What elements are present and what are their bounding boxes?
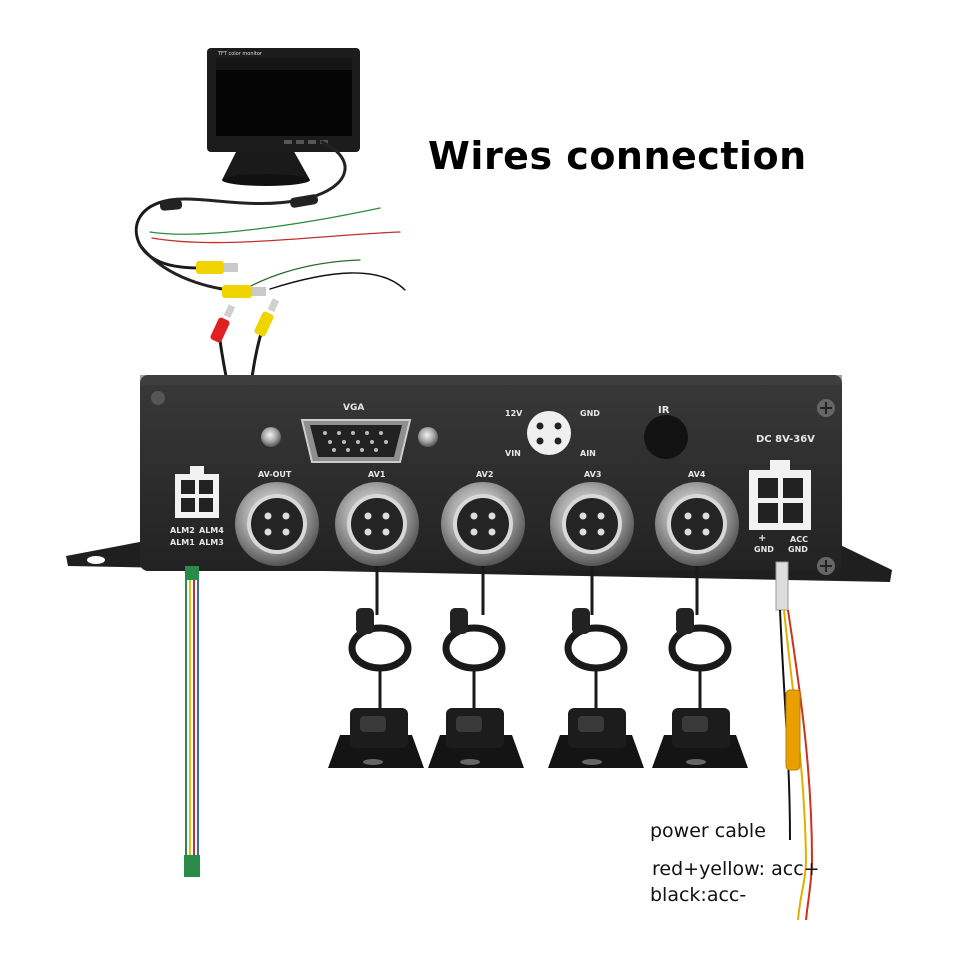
av3-cable bbox=[564, 566, 628, 710]
label-ain: AIN bbox=[580, 449, 596, 458]
label-vin: VIN bbox=[505, 449, 521, 458]
acc-plus-caption: red+yellow: acc+ bbox=[652, 858, 820, 880]
power-cable bbox=[775, 561, 814, 921]
av-out-connector bbox=[235, 482, 319, 566]
label-av1: AV1 bbox=[368, 470, 386, 479]
dvr-device: VGA 12V GND VIN AIN IR DC 8V-36V AV-OUT … bbox=[66, 375, 892, 582]
av4-cable bbox=[668, 566, 732, 710]
label-dc: DC 8V-36V bbox=[756, 434, 815, 445]
label-gnd-left: GND bbox=[754, 545, 774, 554]
monitor: TFT color monitor bbox=[207, 48, 360, 186]
label-alm3: ALM3 bbox=[199, 538, 224, 547]
av3-connector bbox=[550, 482, 634, 566]
label-vga: VGA bbox=[343, 403, 364, 413]
av2-cable bbox=[442, 566, 506, 710]
label-plus: + bbox=[758, 533, 766, 544]
av2-connector bbox=[441, 482, 525, 566]
monitor-rca-plugs bbox=[196, 261, 266, 298]
av4-connector bbox=[655, 482, 739, 566]
power-cable-caption: power cable bbox=[650, 820, 766, 842]
label-acc: ACC bbox=[790, 535, 808, 544]
label-alm2: ALM2 bbox=[170, 526, 195, 535]
av1-connector bbox=[335, 482, 419, 566]
diagram-title: Wires connection bbox=[428, 134, 807, 178]
alarm-wires bbox=[184, 566, 200, 877]
camera-cables bbox=[348, 566, 732, 710]
camera-2 bbox=[428, 708, 524, 768]
label-ir: IR bbox=[658, 405, 670, 416]
label-av4: AV4 bbox=[688, 470, 706, 479]
label-av-out: AV-OUT bbox=[258, 470, 292, 479]
label-gnd-top: GND bbox=[580, 409, 600, 418]
camera-1 bbox=[328, 708, 424, 768]
label-av3: AV3 bbox=[584, 470, 601, 479]
alarm-connector bbox=[175, 466, 219, 518]
label-alm4: ALM4 bbox=[199, 526, 224, 535]
label-12v: 12V bbox=[505, 409, 523, 418]
monitor-brand-label: TFT color monitor bbox=[217, 51, 263, 57]
camera-3 bbox=[548, 708, 644, 768]
acc-minus-caption: black:acc- bbox=[650, 884, 747, 906]
label-av2: AV2 bbox=[476, 470, 493, 479]
label-gnd-right: GND bbox=[788, 545, 808, 554]
vga-port bbox=[261, 419, 438, 463]
audio-port bbox=[527, 411, 571, 455]
dc-power-connector bbox=[749, 460, 811, 530]
av1-cable bbox=[348, 566, 412, 710]
label-alm1: ALM1 bbox=[170, 538, 195, 547]
camera-4 bbox=[652, 708, 748, 768]
ir-window bbox=[644, 415, 688, 459]
